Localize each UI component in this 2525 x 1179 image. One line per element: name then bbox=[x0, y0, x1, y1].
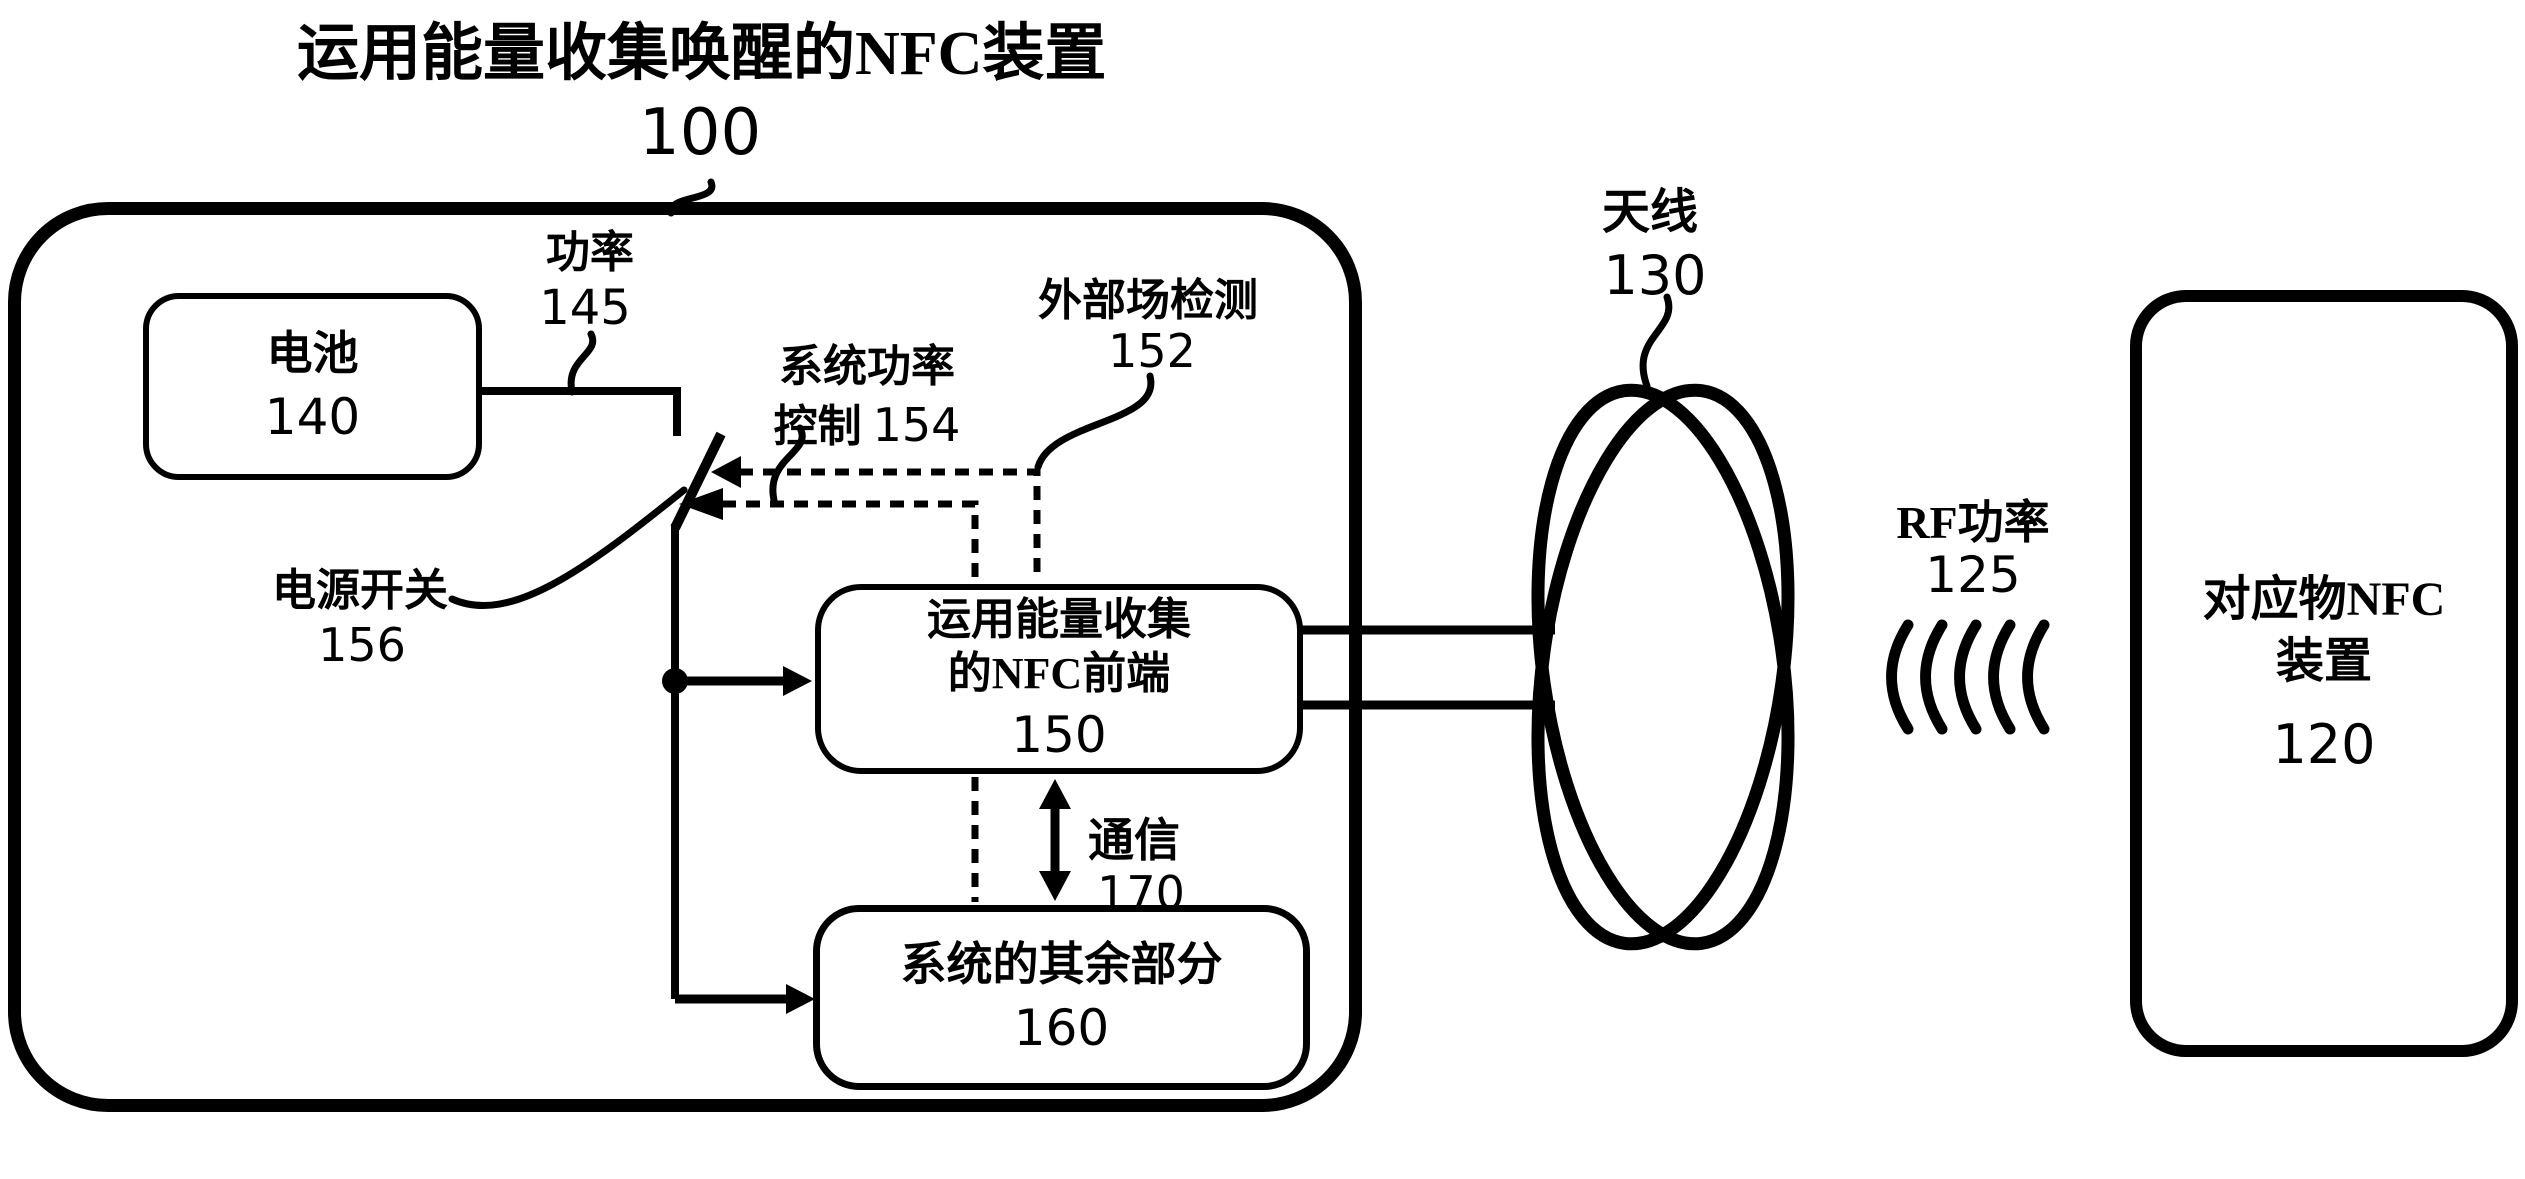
rest-of-system-ref: 160 bbox=[1013, 998, 1110, 1057]
leader-130 bbox=[1639, 293, 1673, 390]
counterpart-label-line1: 对应物NFC bbox=[2202, 572, 2446, 626]
external-field-detection-label: 外部场检测 bbox=[1038, 276, 1258, 325]
system-power-control-text: 控制 bbox=[773, 402, 862, 451]
rest-of-system-label: 系统的其余部分 bbox=[900, 939, 1223, 991]
antenna-coil bbox=[1531, 383, 1795, 951]
external-field-detect-arrowhead bbox=[711, 456, 741, 488]
counterpart-label-line2: 装置 bbox=[2275, 635, 2372, 689]
nfc-front-end-ref: 150 bbox=[1011, 705, 1107, 764]
figure-title-ref: 100 bbox=[639, 96, 762, 170]
antenna-ref: 130 bbox=[1603, 244, 1707, 307]
system-power-control-label-line1: 系统功率 bbox=[779, 342, 955, 391]
power-arrowhead-to-frontend bbox=[783, 666, 812, 696]
leader-154 bbox=[769, 424, 806, 504]
nfc-front-end-label-line1: 运用能量收集 bbox=[927, 595, 1191, 645]
rf-power-label: RF功率 bbox=[1896, 497, 2050, 548]
rf-power-ref: 125 bbox=[1925, 546, 2021, 604]
antenna-feed-lines bbox=[1300, 625, 1555, 710]
communication-double-arrow bbox=[1039, 779, 1071, 901]
external-field-detection-ref: 152 bbox=[1108, 324, 1196, 378]
rest-of-system-block: 系统的其余部分 160 bbox=[813, 905, 1310, 1090]
counterpart-ref: 120 bbox=[2272, 713, 2376, 777]
power-arrowhead-to-rest bbox=[786, 984, 815, 1014]
nfc-front-end-block: 运用能量收集 的NFC前端 150 bbox=[815, 584, 1303, 774]
leader-145 bbox=[567, 330, 597, 396]
antenna-label: 天线 bbox=[1601, 186, 1698, 239]
power-label: 功率 bbox=[546, 228, 634, 277]
nfc-device-enclosure bbox=[8, 202, 1362, 1112]
battery-ref: 140 bbox=[264, 387, 361, 446]
system-power-control-dashed-line bbox=[722, 500, 979, 902]
figure-title: 运用能量收集唤醒的NFC装置 bbox=[297, 20, 1107, 88]
leader-156 bbox=[448, 486, 688, 609]
nfc-front-end-label-line2: 的NFC前端 bbox=[947, 649, 1171, 698]
power-ref: 145 bbox=[539, 280, 631, 336]
leader-152 bbox=[1034, 372, 1155, 471]
system-power-control-ref: 154 bbox=[872, 398, 961, 452]
system-power-control-arrowhead bbox=[679, 488, 723, 520]
battery-block: 电池 140 bbox=[143, 293, 482, 480]
system-power-control-label-line2: 控制 154 bbox=[737, 390, 997, 454]
power-switch-blade bbox=[670, 431, 726, 531]
rf-power-waves-icon bbox=[1886, 619, 2050, 735]
wire-junction-dot bbox=[662, 668, 688, 694]
power-switch-ref: 156 bbox=[318, 618, 406, 672]
battery-power-wire bbox=[482, 387, 681, 436]
power-switch-label: 电源开关 bbox=[272, 566, 448, 615]
counterpart-nfc-device-block: 对应物NFC 装置 120 bbox=[2130, 290, 2518, 1057]
external-field-detect-dashed-line bbox=[739, 468, 1041, 581]
battery-label: 电池 bbox=[266, 328, 359, 380]
switched-power-wire bbox=[671, 524, 791, 1004]
communication-label: 通信 bbox=[1088, 815, 1180, 866]
